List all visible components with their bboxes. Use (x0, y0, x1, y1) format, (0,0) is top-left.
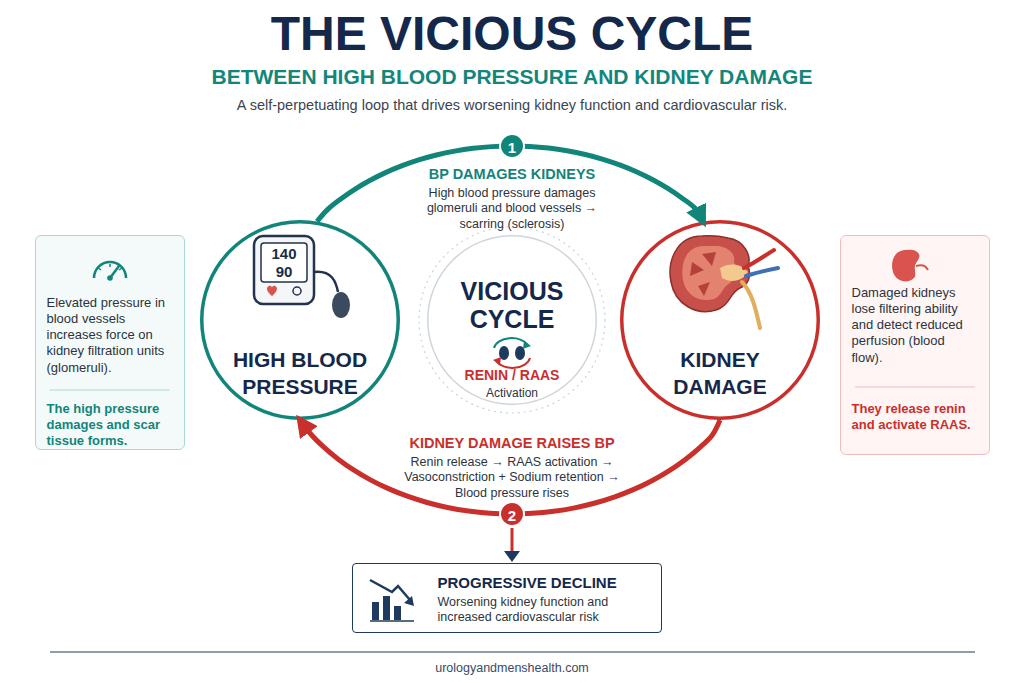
node-heading: Elevated pressure in blood vessels incre… (47, 295, 173, 376)
cycle-arrow (496, 358, 530, 368)
cycle-arrow-head (523, 341, 531, 349)
node-body: Worsening kidney function and increased … (438, 595, 653, 626)
kidney-icon (892, 250, 919, 282)
gauge-tick (119, 268, 122, 270)
mini-kidney (499, 346, 509, 360)
node-heading: KIDNEY DAMAGE (635, 346, 805, 401)
cycle-arrow (300, 420, 720, 514)
bar-baseline (370, 620, 414, 622)
kidney-pyramid (690, 252, 716, 296)
cycle-arrow (494, 338, 528, 348)
monitor-screen (261, 243, 307, 282)
dotted-ring (419, 227, 605, 413)
ureter (742, 282, 760, 328)
down-arrow-head (504, 551, 520, 562)
step-heading: BP DAMAGES KIDNEYS (362, 165, 662, 183)
bp-monitor (254, 236, 314, 304)
down-arrow (511, 528, 514, 552)
step-badge: 2 (499, 501, 525, 527)
gauge-tick (98, 268, 101, 270)
concept-circle: KIDNEY DAMAGE (620, 220, 820, 420)
circle-shape (428, 236, 597, 405)
renal-vein (746, 268, 778, 276)
node-body: They release renin and activate RAAS. (852, 401, 978, 434)
info-box: Damaged kidneys lose filtering ability a… (840, 235, 990, 455)
gauge-icon (94, 262, 126, 278)
tagline: A self-perpetuating loop that drives wor… (0, 96, 1024, 114)
step-description: High blood pressure damages glomeruli an… (417, 186, 607, 232)
pump-bulb (332, 292, 350, 318)
divider-line (855, 387, 975, 388)
mini-kidney (515, 346, 525, 360)
info-box: Elevated pressure in blood vessels incre… (35, 235, 185, 450)
kidney-illustration (670, 236, 749, 312)
bar-icon (372, 602, 379, 620)
kidney-cortex (682, 246, 736, 300)
gauge-tick (109, 264, 111, 267)
node-body: The high pressure damages and scar tissu… (47, 401, 173, 450)
node-body: Activation (437, 386, 587, 401)
monitor-reading: 140 (262, 245, 306, 263)
bar-icon (394, 606, 401, 620)
renal-pelvis (720, 265, 748, 281)
node-heading: Damaged kidneys lose filtering ability a… (852, 285, 978, 366)
node-heading: VICIOUS CYCLE (437, 277, 587, 333)
circle-shape (622, 222, 819, 419)
trend-line (370, 580, 410, 600)
concept-circle: HIGH BLOOD PRESSURE (200, 220, 400, 420)
center-circle: VICIOUS CYCLE RENIN / RAASActivation (427, 235, 597, 405)
monitor-button (293, 287, 301, 295)
renal-artery (744, 250, 774, 268)
kidney-vessel (916, 265, 928, 270)
node-heading: PROGRESSIVE DECLINE (438, 574, 653, 593)
footer-rule (50, 652, 975, 653)
trend-arrow-head (404, 596, 414, 606)
node-body: RENIN / RAAS (437, 367, 587, 385)
bar-icon (383, 596, 390, 620)
heart-symbol (267, 286, 277, 296)
cycle-arrow-head (493, 357, 501, 365)
divider-line (50, 390, 170, 391)
monitor-tube (314, 272, 338, 292)
website-footer: urologyandmenshealth.com (0, 661, 1024, 677)
step-badge: 1 (499, 133, 525, 159)
gauge-needle (110, 266, 119, 278)
main-title: THE VICIOUS CYCLE (0, 8, 1024, 61)
circle-shape (202, 222, 399, 419)
node-heading: HIGH BLOOD PRESSURE (215, 346, 385, 401)
step-heading: KIDNEY DAMAGE RAISES BP (362, 434, 662, 452)
outcome-box: PROGRESSIVE DECLINE Worsening kidney func… (352, 563, 662, 633)
gauge-pivot (107, 275, 113, 281)
subtitle: BETWEEN HIGH BLOOD PRESSURE AND KIDNEY D… (0, 64, 1024, 90)
monitor-reading: 90 (262, 263, 306, 281)
step-description: Renin release → RAAS activation → Vasoco… (402, 455, 622, 501)
